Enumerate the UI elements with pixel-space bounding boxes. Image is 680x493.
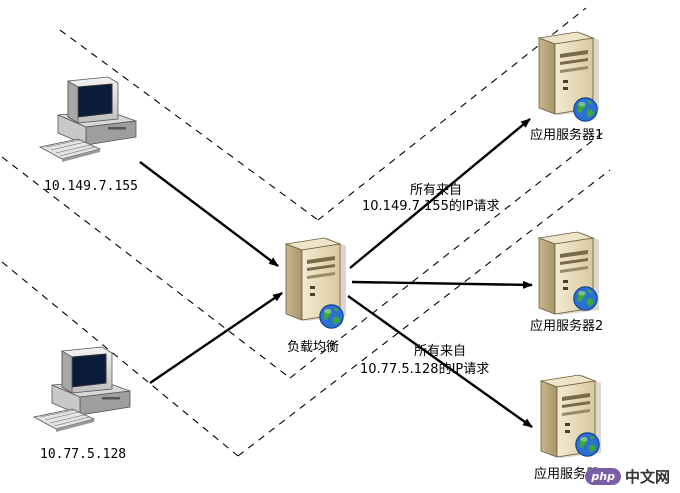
server-label-1: 应用服务器1 xyxy=(530,128,604,143)
desktop-computer-icon xyxy=(39,76,137,163)
app-server-1 xyxy=(538,31,600,122)
upper-region-line-c xyxy=(1,156,291,379)
upper-region-line-d xyxy=(289,129,607,379)
client-computer-2 xyxy=(33,346,131,433)
globe-icon xyxy=(573,286,598,311)
app-server-2 xyxy=(538,231,600,315)
lower-region-line-a xyxy=(1,261,239,457)
annotation-2-line1: 所有来自 xyxy=(413,344,466,359)
client-ip-label-1: 10.149.7.155 xyxy=(44,179,138,194)
load-balancer-server xyxy=(285,237,347,329)
watermark-badge: php xyxy=(585,468,621,485)
client-computer-1 xyxy=(39,76,137,163)
globe-icon xyxy=(575,432,600,457)
arrow-client1-to-balancer xyxy=(139,161,279,267)
annotation-1-line2: 10.149.7.155的IP请求 xyxy=(362,199,500,214)
dashed-region-boundaries xyxy=(1,7,611,457)
app-server-3 xyxy=(540,374,602,458)
arrow-balancer-to-server3 xyxy=(347,295,533,428)
arrow-client2-to-balancer xyxy=(149,292,283,384)
watermark: php 中文网 xyxy=(585,466,670,487)
lower-region-line-b xyxy=(237,169,611,457)
upper-region-line-a xyxy=(59,29,319,221)
desktop-computer-icon xyxy=(33,346,131,433)
annotation-2-line2: 10.77.5.128的IP请求 xyxy=(360,362,490,377)
client-ip-label-2: 10.77.5.128 xyxy=(40,447,127,462)
arrow-balancer-to-server1 xyxy=(349,118,531,269)
arrow-balancer-to-server2 xyxy=(351,280,533,289)
load-balancer-label: 负载均衡 xyxy=(287,340,340,355)
annotation-1-line1: 所有来自 xyxy=(409,183,462,198)
upper-region-line-b xyxy=(317,7,587,221)
connection-arrows xyxy=(139,118,533,428)
watermark-text: 中文网 xyxy=(624,468,670,486)
server-label-2: 应用服务器2 xyxy=(530,319,604,334)
globe-icon xyxy=(319,304,344,329)
globe-icon xyxy=(573,97,598,122)
